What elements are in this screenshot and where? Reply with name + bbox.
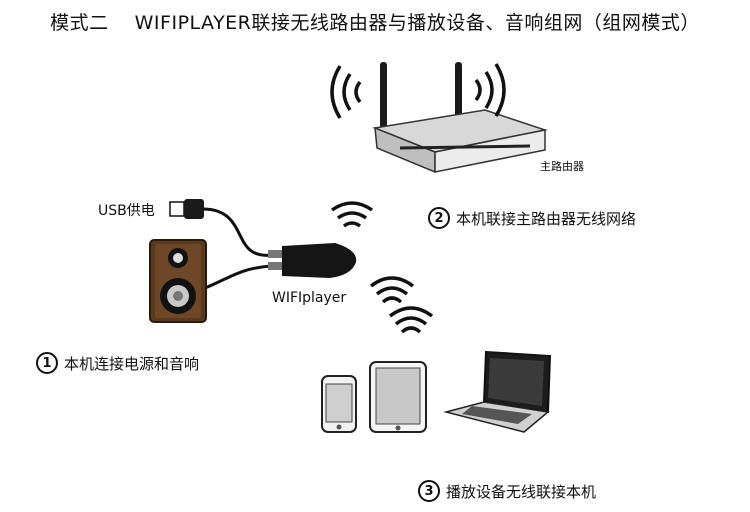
- speaker-icon: [149, 239, 207, 323]
- page-title: 模式二 WIFIPLAYER联接无线路由器与播放设备、音响组网（组网模式）: [50, 12, 700, 34]
- step-number: 2: [428, 207, 450, 229]
- cables: [203, 207, 273, 290]
- step-number: 3: [418, 480, 440, 502]
- router-wifi-right-icon: [474, 63, 506, 117]
- step-text: 本机联接主路由器无线网络: [456, 209, 637, 228]
- step-3: 3 播放设备无线联接本机: [418, 480, 596, 502]
- router-wifi-left-icon: [330, 65, 362, 119]
- device-label: WIFIplayer: [272, 290, 347, 306]
- device-wifi-icon: [330, 201, 374, 228]
- step-text: 本机连接电源和音响: [64, 354, 200, 373]
- wifiplayer-device-icon: [268, 243, 357, 278]
- usb-plug-icon: [169, 199, 204, 219]
- router-label: 主路由器: [540, 160, 584, 173]
- step-text: 播放设备无线联接本机: [446, 482, 597, 501]
- tablet-icon: [369, 361, 427, 433]
- step-1: 1 本机连接电源和音响: [36, 352, 199, 374]
- step-2: 2 本机联接主路由器无线网络: [428, 207, 636, 229]
- usb-power-label: USB供电: [98, 203, 155, 219]
- wifi-waves-icon: [369, 276, 434, 334]
- step-number: 1: [36, 352, 58, 374]
- router-icon: [372, 62, 548, 174]
- laptop-icon: [443, 350, 552, 433]
- phone-icon: [321, 375, 357, 433]
